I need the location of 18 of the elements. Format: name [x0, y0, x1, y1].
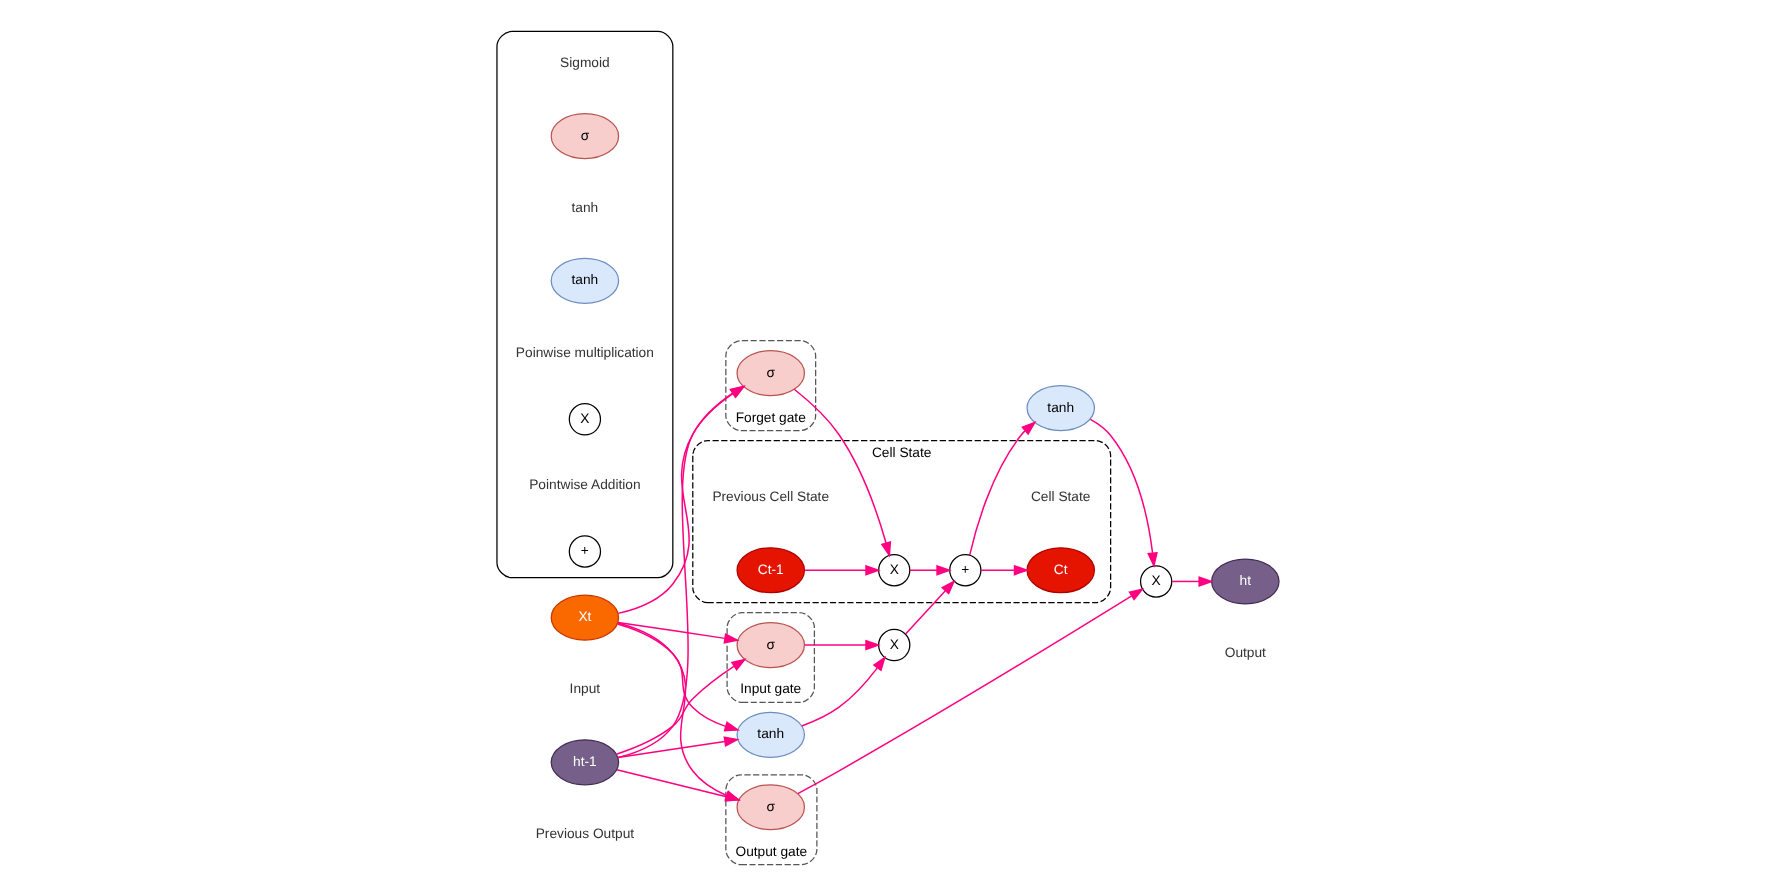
arrow — [616, 623, 740, 732]
arrow — [804, 564, 881, 576]
arrow — [617, 385, 746, 615]
arrow — [968, 420, 1037, 556]
arrow — [980, 564, 1030, 576]
arrow — [909, 564, 952, 576]
arrow — [617, 385, 746, 759]
arrow — [617, 621, 740, 644]
cluster — [496, 30, 674, 579]
arrow — [793, 388, 892, 558]
arrow — [797, 588, 1145, 795]
arrow — [804, 639, 881, 651]
arrow — [904, 579, 956, 635]
arrow — [801, 655, 887, 727]
arrow — [615, 658, 747, 755]
arrow — [1171, 576, 1214, 587]
arrow — [1089, 418, 1158, 568]
arrow — [617, 736, 740, 759]
